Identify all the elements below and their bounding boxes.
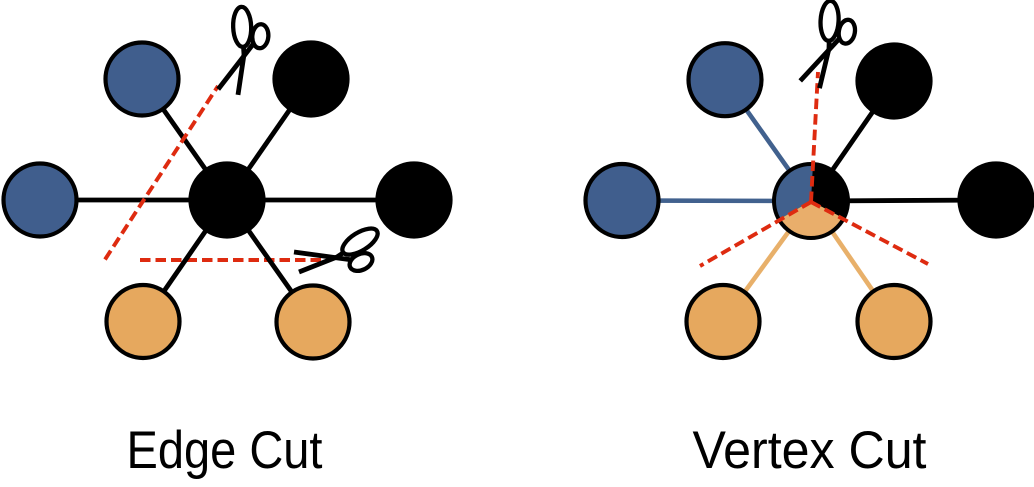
svg-text:Vertex Cut: Vertex Cut [693,421,927,480]
svg-text:Edge Cut: Edge Cut [127,421,323,480]
